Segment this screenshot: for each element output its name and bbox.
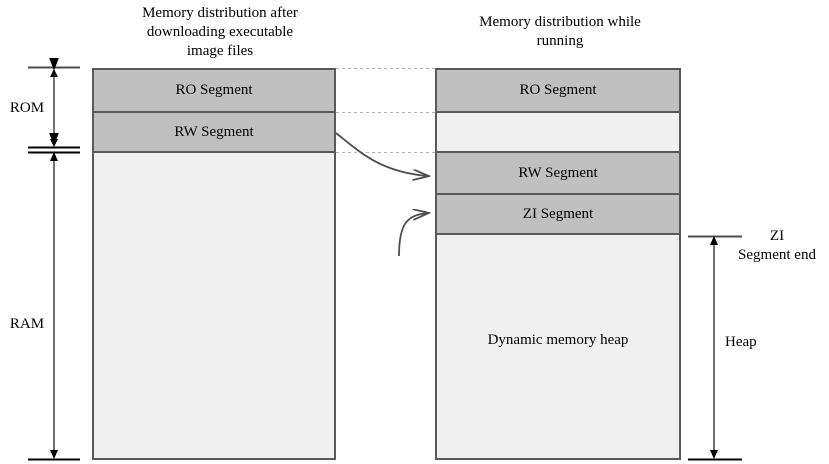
dotted-guides (336, 68, 435, 153)
right-segment-zi-label: ZI Segment (522, 206, 594, 222)
heap-measure (688, 235, 742, 461)
right-segment-zi (435, 193, 681, 235)
left-segment-rw (92, 111, 336, 153)
right-segment-rw-label: RW Segment (518, 165, 598, 181)
left-segment-free (92, 151, 336, 460)
left-segment-rw-label: RW Segment (174, 124, 254, 140)
left-segment-ro-label: RO Segment (175, 82, 253, 98)
left-column-title: Memory distribution after downloading ex… (142, 5, 298, 59)
right-segment-gap (435, 111, 681, 153)
rom-label: ROM (9, 100, 45, 116)
zi-segment-end-label: ZI Segment end (738, 228, 816, 263)
left-column-boxes (92, 68, 336, 460)
right-segment-heap (435, 233, 681, 460)
zi-creation-arrow (398, 213, 428, 257)
rw-migration-arrow (335, 132, 428, 176)
ram-measure (28, 151, 80, 461)
right-segment-heap-label: Dynamic memory heap (487, 332, 629, 348)
right-column-boxes (435, 68, 681, 460)
ram-label: RAM (9, 316, 45, 332)
right-segment-ro-label: RO Segment (519, 82, 597, 98)
right-column-title: Memory distribution while running (479, 14, 641, 49)
rom-measure (28, 58, 80, 149)
heap-label: Heap (725, 334, 757, 350)
right-segment-rw (435, 151, 681, 195)
migration-arrows (335, 132, 428, 257)
